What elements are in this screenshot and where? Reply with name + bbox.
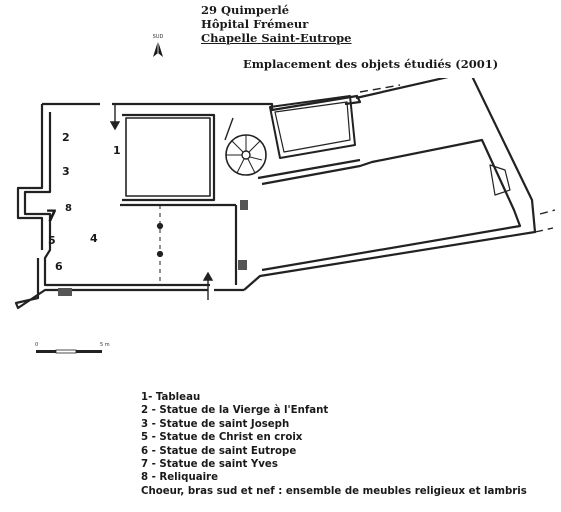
location-code: 29 Quimperlé [201, 3, 290, 17]
plan-label-8: 8 [65, 203, 72, 214]
legend-item: 6 - Statue de saint Eutrope [141, 445, 297, 457]
north-room [269, 95, 356, 159]
chapel-name: Chapelle Saint-Eutrope [201, 31, 352, 45]
legend-item: 5 - Statue de Christ en croix [141, 432, 303, 444]
scale-bar: 0 5 m [35, 342, 110, 354]
scale-start-label: 0 [35, 342, 38, 348]
building-name: Hôpital Frémeur [201, 17, 309, 31]
plan-label-7: 7 [46, 206, 57, 225]
legend-item: 2 - Statue de la Vierge à l'Enfant [141, 405, 329, 417]
north-arrow-icon: SUD [153, 34, 164, 57]
legend-item: 8 - Reliquaire [141, 472, 218, 484]
legend-item: Choeur, bras sud et nef : ensemble de me… [141, 485, 527, 497]
floor-plan: 1 2 3 4 5 6 7 8 [14, 78, 556, 310]
plan-label-3: 3 [62, 165, 70, 178]
legend-list: 1- Tableau 2 - Statue de la Vierge à l'E… [141, 391, 527, 498]
legend-item: 7 - Statue de saint Yves [141, 459, 278, 471]
legend-item: 1- Tableau [141, 392, 201, 403]
plan-subtitle: Emplacement des objets étudiés (2001) [243, 57, 499, 71]
scale-end-label: 5 m [100, 342, 110, 348]
stair-tower [125, 117, 211, 197]
west-wall [14, 94, 362, 310]
north-label: SUD [153, 34, 164, 40]
choir [243, 78, 537, 291]
plan-label-6: 6 [55, 260, 63, 273]
plan-label-2: 2 [62, 131, 70, 144]
plan-label-4: 4 [90, 232, 98, 245]
legend-item: 3 - Statue de saint Joseph [141, 418, 290, 430]
plan-label-5: 5 [48, 234, 56, 247]
plan-label-1: 1 [113, 144, 121, 157]
